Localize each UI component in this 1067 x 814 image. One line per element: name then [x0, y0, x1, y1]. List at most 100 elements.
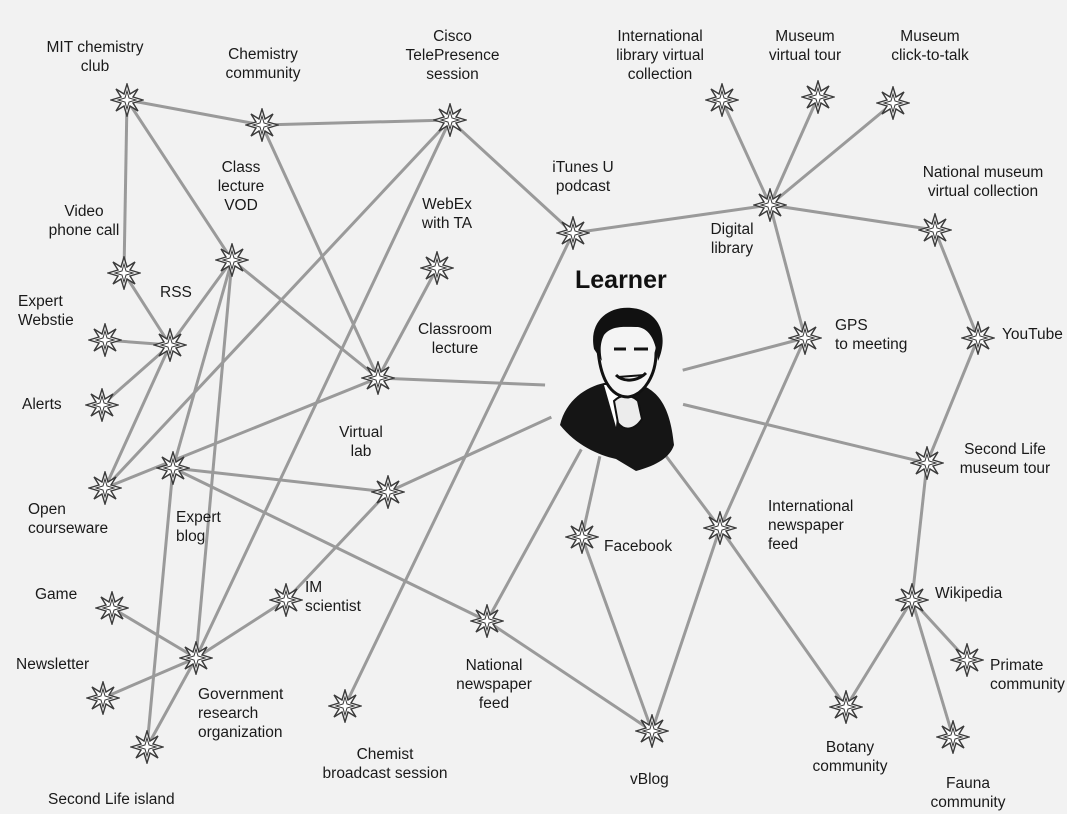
virtual-lab-star-icon	[371, 475, 405, 509]
government-research-org-star-icon	[179, 641, 213, 675]
alerts-star-icon	[85, 388, 119, 422]
edge-expertblog-secondlifeisland	[145, 467, 175, 748]
edge-vblog-natnews	[486, 619, 653, 733]
fauna-community-star-icon	[936, 720, 970, 754]
edge-itunes-digital	[572, 203, 771, 235]
edge-youtube-secondlifemuseum	[925, 337, 980, 464]
edge-natnews-expertblog	[172, 466, 488, 623]
learner-portrait	[558, 305, 678, 482]
newsletter-star-icon	[86, 681, 120, 715]
node-youtube-label: YouTube	[1002, 326, 1063, 343]
museum-click-to-talk-star-icon	[876, 86, 910, 120]
class-lecture-vod-star-icon	[215, 243, 249, 277]
edge-learner-gps	[682, 336, 806, 372]
gps-to-meeting-star-icon	[788, 321, 822, 355]
edge-classroom-classvod	[231, 258, 379, 380]
edge-digital-gps	[768, 204, 807, 339]
edge-digital-intlib	[720, 99, 772, 206]
node-wikipedia-label: Wikipedia	[935, 585, 1003, 602]
edge-learner-virtuallab	[387, 415, 552, 494]
edge-digital-museumclick	[769, 101, 894, 207]
digital-library-star-icon	[753, 188, 787, 222]
node-game-label: Game	[35, 586, 78, 603]
edge-virtuallab-im	[284, 490, 390, 602]
node-facebook-label: Facebook	[604, 538, 673, 555]
edge-chem-cisco	[261, 118, 451, 127]
edge-rss-classvod	[168, 259, 234, 346]
edge-gov-newsletter	[102, 656, 197, 700]
edge-webex-classroom	[376, 267, 439, 379]
edge-intnews-gps	[718, 337, 807, 529]
edge-digital-natmuseum	[769, 203, 936, 232]
museum-virtual-tour-star-icon	[801, 80, 835, 114]
edge-learner-facebook	[580, 456, 602, 538]
edge-gov-classvod	[194, 259, 234, 659]
cisco-telepresence-star-icon	[433, 103, 467, 137]
node-alerts-label: Alerts	[22, 396, 62, 413]
national-newspaper-feed-star-icon	[470, 604, 504, 638]
youtube-star-icon	[961, 321, 995, 355]
edge-im-gov	[195, 598, 287, 660]
edge-mit-classvod	[125, 99, 234, 261]
edge-cisco-gov	[194, 119, 452, 659]
expert-website-star-icon	[88, 323, 122, 357]
edge-intnews-vblog	[650, 527, 722, 732]
chemist-broadcast-session-star-icon	[328, 689, 362, 723]
edge-expertblog-virtuallab	[172, 466, 389, 494]
learner-title: Learner	[575, 266, 667, 294]
node-newsletter-label: Newsletter	[16, 656, 90, 673]
vblog-star-icon	[635, 714, 669, 748]
international-newspaper-feed-star-icon	[703, 511, 737, 545]
edge-cisco-open	[103, 118, 452, 490]
edge-gov-secondlifeisland	[145, 657, 198, 748]
edge-facebook-vblog	[580, 536, 654, 732]
edge-rss-open	[103, 344, 172, 489]
edge-mit-chem	[126, 98, 263, 127]
game-star-icon	[95, 591, 129, 625]
edge-natmuseum-youtube	[933, 229, 980, 339]
classroom-lecture-star-icon	[361, 361, 395, 395]
video-phone-call-star-icon	[107, 256, 141, 290]
mit-chemistry-club-star-icon	[110, 83, 144, 117]
edge-chem-classroom	[260, 124, 380, 379]
rss-star-icon	[153, 328, 187, 362]
wikipedia-star-icon	[895, 583, 929, 617]
edge-cisco-itunes	[448, 118, 575, 235]
node-second-life-island-label: Second Life island	[48, 791, 175, 808]
edge-gov-game	[111, 606, 197, 660]
expert-blog-star-icon	[156, 451, 190, 485]
edge-botany-intnews	[718, 527, 848, 708]
node-vblog-label: vBlog	[630, 771, 669, 788]
edge-wikipedia-fauna	[910, 599, 955, 738]
edge-secondlifemuseum-learner	[682, 402, 928, 465]
primate-community-star-icon	[950, 643, 984, 677]
national-museum-collection-star-icon	[918, 213, 952, 247]
edge-digital-museumtour	[768, 96, 820, 206]
edge-learner-natnews	[485, 448, 583, 622]
